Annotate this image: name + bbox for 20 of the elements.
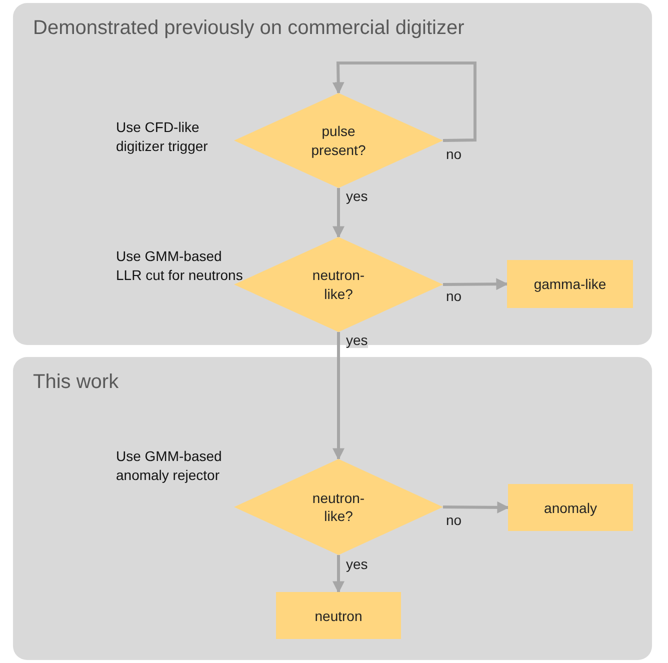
decision-text: neutron-like? <box>311 266 366 303</box>
stage-panel <box>13 357 652 660</box>
decision-diamond <box>234 459 443 555</box>
flow-arrow <box>332 62 476 142</box>
decision-text: neutron-like? <box>311 488 366 526</box>
flow-arrow <box>332 332 344 460</box>
flow-arrow <box>442 278 508 290</box>
step-note: Use GMM-based anomaly rejector <box>116 447 223 485</box>
result-box: gamma-like <box>507 260 633 308</box>
step-note: Use CFD-like digitizer trigger <box>116 118 209 156</box>
step-note: Use GMM-based LLR cut for neutrons <box>116 247 244 285</box>
decision-diamond <box>234 93 443 188</box>
result-box: neutron <box>276 592 401 639</box>
decision-text: pulse present? <box>310 122 367 159</box>
result-box: anomaly <box>508 484 633 531</box>
panel-title: Demonstrated previously on commercial digitizer <box>33 17 464 40</box>
flow-arrow <box>332 555 344 594</box>
panel-title: This work <box>33 371 119 394</box>
flow-arrow <box>332 188 344 238</box>
flow-arrow <box>442 501 510 514</box>
